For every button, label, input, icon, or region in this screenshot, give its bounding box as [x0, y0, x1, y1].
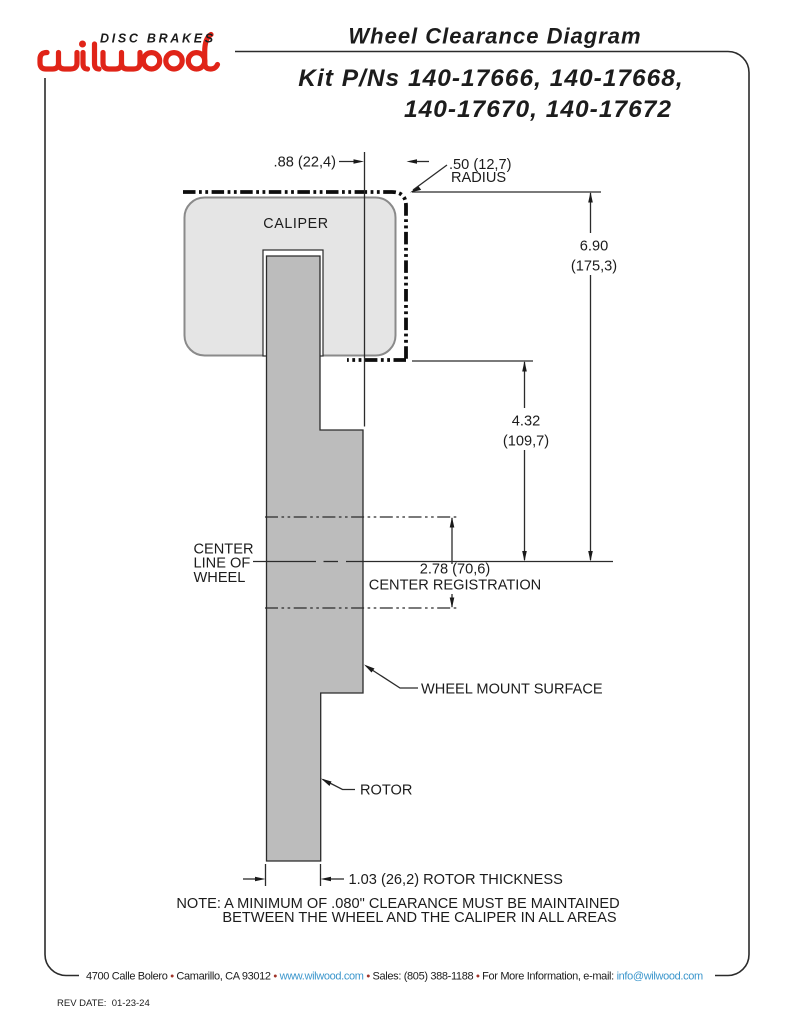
svg-text:.88 (22,4): .88 (22,4)	[274, 155, 336, 171]
svg-text:ROTOR: ROTOR	[360, 783, 412, 799]
svg-text:(109,7): (109,7)	[503, 434, 549, 450]
svg-text:4.32: 4.32	[512, 414, 540, 430]
svg-text:BETWEEN THE WHEEL AND THE CALI: BETWEEN THE WHEEL AND THE CALIPER IN ALL…	[222, 910, 616, 926]
svg-text:NOTE: A MINIMUM OF .080" CLEAR: NOTE: A MINIMUM OF .080" CLEARANCE MUST …	[176, 896, 619, 912]
svg-text:WHEEL: WHEEL	[194, 570, 246, 586]
svg-text:(175,3): (175,3)	[571, 259, 617, 275]
svg-text:REV DATE: 01-23-24: REV DATE: 01-23-24	[57, 998, 150, 1009]
svg-text:1.03 (26,2) ROTOR THICKNESS: 1.03 (26,2) ROTOR THICKNESS	[349, 872, 564, 888]
svg-text:CENTER REGISTRATION: CENTER REGISTRATION	[369, 578, 541, 594]
svg-text:6.90: 6.90	[580, 239, 608, 255]
svg-text:Wheel Clearance Diagram: Wheel Clearance Diagram	[348, 24, 641, 49]
svg-text:WHEEL MOUNT SURFACE: WHEEL MOUNT SURFACE	[421, 682, 603, 698]
svg-text:.50 (12,7): .50 (12,7)	[449, 157, 511, 173]
svg-text:RADIUS: RADIUS	[451, 170, 506, 186]
svg-text:140-17670, 140-17672: 140-17670, 140-17672	[404, 96, 672, 123]
svg-text:CENTER: CENTER	[194, 542, 254, 558]
svg-text:DISC BRAKES: DISC BRAKES	[100, 32, 216, 46]
svg-text:4700 Calle Bolero • Camarillo,: 4700 Calle Bolero • Camarillo, CA 93012 …	[86, 971, 703, 983]
svg-text:LINE OF: LINE OF	[194, 556, 251, 572]
svg-text:Kit P/Ns 140-17666, 140-17668,: Kit P/Ns 140-17666, 140-17668,	[298, 65, 684, 92]
svg-text:2.78 (70,6): 2.78 (70,6)	[420, 562, 491, 578]
svg-text:CALIPER: CALIPER	[263, 216, 328, 232]
